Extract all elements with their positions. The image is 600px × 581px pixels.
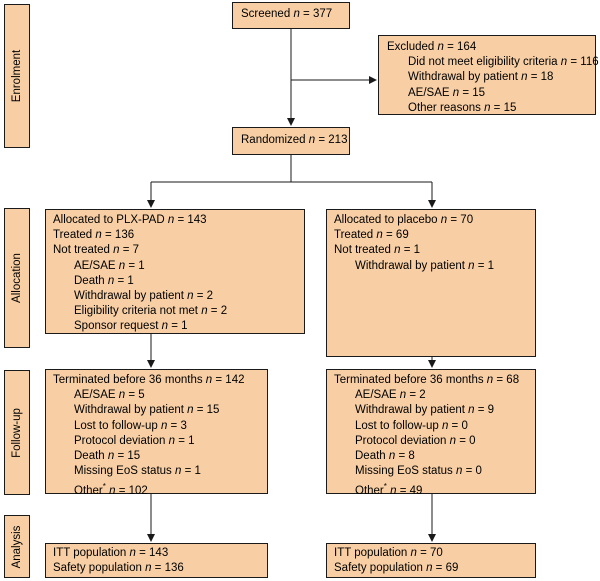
allocation-plx-box: Allocated to PLX-PAD n = 143 Treated n =… xyxy=(45,209,305,334)
screened-box: Screened n = 377 xyxy=(232,2,350,29)
analysis-placebo-box: ITT population n = 70 Safety population … xyxy=(326,543,536,578)
followup-plx-item: Other* n = 102 xyxy=(74,482,148,498)
allocation-plx-line: Allocated to PLX-PAD n = 143 xyxy=(53,214,207,226)
allocation-plx-subitem: Death n = 1 xyxy=(74,274,134,287)
allocation-placebo-line: Allocated to placebo n = 70 xyxy=(334,214,474,226)
followup-placebo-item: Missing EoS status n = 0 xyxy=(355,465,482,478)
analysis-placebo-line: ITT population n = 70 xyxy=(334,547,443,559)
allocation-plx-line: Not treated n = 7 xyxy=(53,244,140,257)
allocation-plx-subitem: Eligibility criteria not met n = 2 xyxy=(74,305,228,318)
allocation-placebo-box: Allocated to placebo n = 70 Treated n = … xyxy=(326,209,536,357)
excluded-box: Excluded n = 164 Did not meet eligibilit… xyxy=(378,35,599,115)
followup-plx-item: Missing EoS status n = 1 xyxy=(74,465,201,478)
followup-plx-box: Terminated before 36 months n = 142 AE/S… xyxy=(45,369,268,497)
allocation-plx-subitem: Sponsor request n = 1 xyxy=(74,320,188,333)
followup-placebo-item: Lost to follow-up n = 0 xyxy=(355,419,468,432)
stage-allocation: Allocation xyxy=(4,208,30,348)
followup-plx-item: Lost to follow-up n = 3 xyxy=(74,419,187,432)
analysis-plx-line: ITT population n = 143 xyxy=(53,547,169,559)
followup-plx-item: Protocol deviation n = 1 xyxy=(74,434,195,447)
excluded-title: Excluded n = 164 xyxy=(387,41,477,53)
allocation-placebo-line: Treated n = 69 xyxy=(334,229,409,242)
randomized-line: Randomized n = 213 xyxy=(241,134,348,146)
excluded-item: Other reasons n = 15 xyxy=(408,101,517,114)
screened-line: Screened n = 377 xyxy=(241,8,333,20)
allocation-placebo-subitem: Withdrawal by patient n = 1 xyxy=(355,259,495,272)
followup-placebo-item: Protocol deviation n = 0 xyxy=(355,434,476,447)
followup-placebo-item: Death n = 8 xyxy=(355,450,415,463)
followup-placebo-item: Other* n = 49 xyxy=(355,482,423,498)
stage-analysis: Analysis xyxy=(4,515,30,578)
followup-placebo-item: Withdrawal by patient n = 9 xyxy=(355,404,495,417)
excluded-item: Did not meet eligibility criteria n = 11… xyxy=(408,56,599,69)
followup-plx-item: Death n = 15 xyxy=(74,450,141,463)
randomized-box: Randomized n = 213 xyxy=(232,127,350,155)
analysis-plx-box: ITT population n = 143 Safety population… xyxy=(45,543,268,578)
analysis-placebo-line: Safety population n = 69 xyxy=(334,562,459,575)
stage-enrolment: Enrolment xyxy=(4,4,30,148)
excluded-item: AE/SAE n = 15 xyxy=(408,86,486,99)
followup-plx-title: Terminated before 36 months n = 142 xyxy=(53,374,245,386)
stage-followup: Follow-up xyxy=(4,370,30,495)
followup-placebo-box: Terminated before 36 months n = 68 AE/SA… xyxy=(326,369,536,497)
followup-placebo-title: Terminated before 36 months n = 68 xyxy=(334,374,520,386)
allocation-plx-subitem: Withdrawal by patient n = 2 xyxy=(74,290,214,303)
followup-plx-item: Withdrawal by patient n = 15 xyxy=(74,404,220,417)
followup-plx-item: AE/SAE n = 5 xyxy=(74,389,145,402)
excluded-item: Withdrawal by patient n = 18 xyxy=(408,71,554,84)
analysis-plx-line: Safety population n = 136 xyxy=(53,562,184,575)
followup-placebo-item: AE/SAE n = 2 xyxy=(355,389,426,402)
allocation-placebo-line: Not treated n = 1 xyxy=(334,244,421,257)
allocation-plx-line: Treated n = 136 xyxy=(53,229,135,242)
allocation-plx-subitem: AE/SAE n = 1 xyxy=(74,259,145,272)
